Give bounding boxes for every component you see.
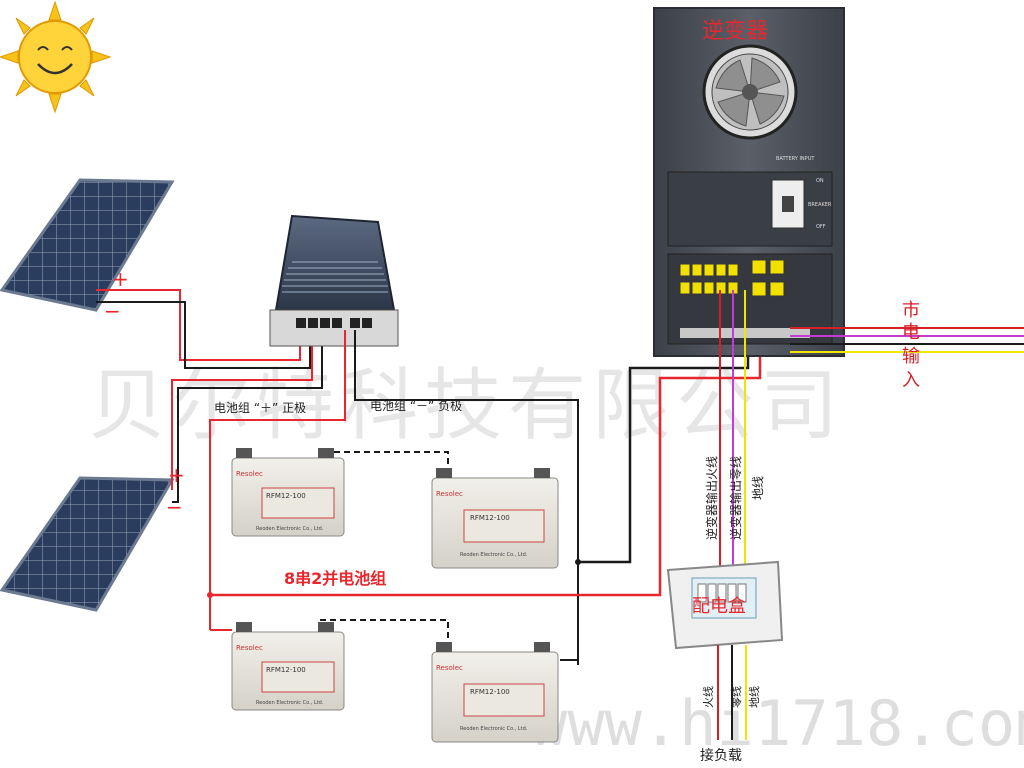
inverter-title: 逆变器: [702, 19, 768, 44]
panel-bottom-plus: +: [168, 463, 185, 487]
inverter-breaker-label: BREAKER: [808, 202, 832, 208]
inverter-battery-input: BATTERY INPUT: [776, 156, 815, 162]
battery-1-model: RFM12-100: [266, 492, 306, 500]
solar-panel-bottom: [0, 476, 175, 612]
battery-1: [231, 448, 345, 537]
inverter: [653, 7, 845, 357]
battery-4-maker: Reoden Electronic Co., Ltd.: [460, 726, 528, 732]
battery-4-model: RFM12-100: [470, 688, 510, 696]
sun-icon: [0, 0, 112, 114]
label-battery-positive: 电池组 “＋” 正极: [214, 401, 306, 415]
grid-input-char-4: 入: [902, 370, 920, 391]
battery-4-brand: Resolec: [436, 664, 463, 672]
solar-panel-top: [0, 178, 175, 312]
inverter-off-label: OFF: [816, 224, 826, 230]
label-load-neutral: 零线: [729, 686, 743, 708]
battery-3-maker: Reoden Electronic Co., Ltd.: [256, 700, 324, 706]
label-distribution-box: 配电盒: [692, 596, 746, 617]
battery-3: [231, 622, 345, 711]
battery-3-model: RFM12-100: [266, 666, 306, 674]
label-ground-upper: 地线: [751, 476, 765, 500]
battery-2: [431, 468, 559, 569]
battery-4: [431, 642, 559, 743]
battery-2-maker: Reoden Electronic Co., Ltd.: [460, 552, 528, 558]
charge-controller: [269, 214, 399, 347]
grid-input-char-3: 输: [902, 346, 920, 367]
panel-bottom-minus: −: [166, 495, 183, 519]
inverter-on-label: ON: [816, 178, 824, 184]
label-load-live: 火线: [701, 686, 715, 708]
label-inverter-out-neutral: 逆变器输出零线: [728, 456, 743, 540]
battery-2-model: RFM12-100: [470, 514, 510, 522]
battery-1-maker: Reoden Electronic Co., Ltd.: [256, 526, 324, 532]
label-inverter-out-live: 逆变器输出火线: [704, 456, 719, 540]
label-load: 接负载: [700, 747, 742, 764]
panel-top-plus: +: [112, 267, 129, 291]
battery-1-brand: Resolec: [236, 470, 263, 478]
label-battery-negative: 电池组 “－” 负极: [370, 399, 462, 413]
grid-input-char-2: 电: [902, 322, 920, 343]
distribution-box: [666, 560, 784, 650]
panel-top-minus: −: [104, 299, 121, 323]
watermark-site: www.hi1718.com: [530, 687, 1024, 760]
watermark-company: 贝尔特科技有限公司: [88, 361, 844, 451]
battery-2-brand: Resolec: [436, 490, 463, 498]
label-load-ground: 地线: [747, 686, 761, 708]
battery-3-brand: Resolec: [236, 644, 263, 652]
grid-input-char-1: 市: [902, 300, 920, 321]
label-battery-group: 8串2并电池组: [284, 569, 386, 588]
